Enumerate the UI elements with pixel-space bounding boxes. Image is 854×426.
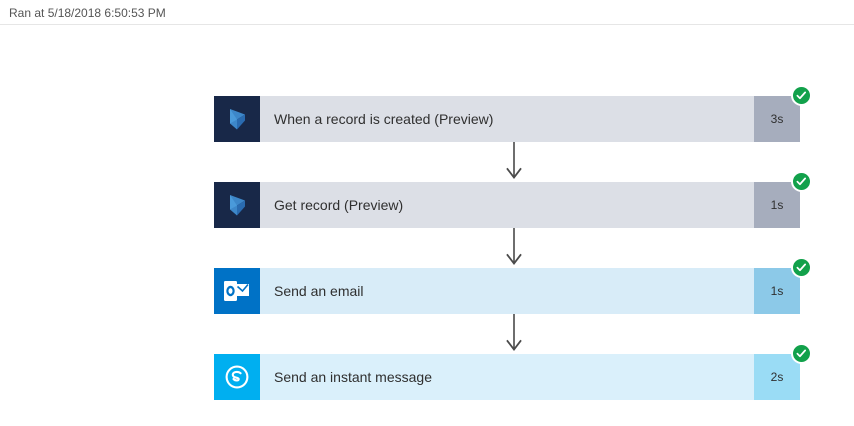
skype-icon [214,354,260,400]
flow-step-duration: 2s [754,343,812,400]
flow-step-duration: 1s [754,257,812,314]
flow-step-card[interactable]: When a record is created (Preview) 3s [214,85,812,142]
flow-step-card[interactable]: Get record (Preview) 1s [214,171,812,228]
check-circle-icon [791,171,812,192]
arrow-down-icon [506,142,522,182]
flow-step-title: Send an instant message [274,369,432,385]
flow-step-body: Send an instant message [260,354,754,400]
flow-step-duration: 3s [754,85,812,142]
flow-step-body: When a record is created (Preview) [260,96,754,142]
arrow-down-icon [506,314,522,354]
flow-step-duration-label: 2s [770,370,784,384]
flow-run-canvas: When a record is created (Preview) 3s [0,25,854,426]
outlook-icon [214,268,260,314]
arrow-down-icon [506,228,522,268]
run-header-bar: Ran at 5/18/2018 6:50:53 PM [0,0,854,25]
flow-step-body: Get record (Preview) [260,182,754,228]
run-timestamp-label: Ran at 5/18/2018 6:50:53 PM [9,6,166,20]
dynamics365-icon [214,182,260,228]
flow-step-duration: 1s [754,171,812,228]
flow-step-title: When a record is created (Preview) [274,111,494,127]
flow-step-duration-label: 1s [770,284,784,298]
flow-step-title: Send an email [274,283,364,299]
dynamics365-icon [214,96,260,142]
check-circle-icon [791,343,812,364]
check-circle-icon [791,257,812,278]
flow-step-duration-label: 1s [770,198,784,212]
flow-step-body: Send an email [260,268,754,314]
flow-step-duration-label: 3s [770,112,784,126]
flow-step-card[interactable]: Send an email 1s [214,257,812,314]
flow-step-card[interactable]: Send an instant message 2s [214,343,812,400]
flow-step-title: Get record (Preview) [274,197,404,213]
check-circle-icon [791,85,812,106]
